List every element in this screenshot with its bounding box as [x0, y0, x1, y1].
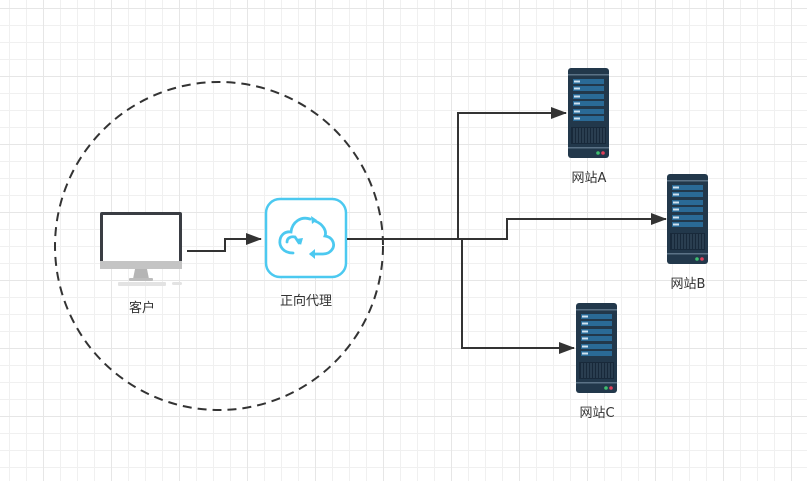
site-a-node[interactable] — [567, 67, 610, 159]
client-node[interactable] — [100, 212, 182, 286]
edge-proxy-site-a[interactable] — [347, 107, 567, 240]
site-c-label: 网站C — [579, 406, 615, 421]
edge-proxy-site-b[interactable] — [347, 213, 667, 240]
server-icon — [666, 173, 709, 265]
connectors — [187, 107, 667, 354]
site-c-node[interactable] — [575, 302, 618, 394]
proxy-label: 正向代理 — [279, 294, 333, 309]
proxy-node[interactable] — [264, 197, 348, 279]
server-icon — [567, 67, 610, 159]
desktop-computer-icon — [100, 212, 182, 286]
cloud-sync-icon — [278, 216, 335, 259]
edge-proxy-site-c[interactable] — [458, 238, 575, 354]
site-b-label: 网站B — [670, 277, 706, 292]
edge-client-proxy[interactable] — [187, 233, 262, 252]
client-label: 客户 — [128, 301, 156, 316]
site-b-node[interactable] — [666, 173, 709, 265]
proxy-group-boundary — [54, 81, 384, 411]
proxy-box — [264, 197, 348, 279]
server-icon — [575, 302, 618, 394]
site-a-label: 网站A — [571, 171, 607, 186]
